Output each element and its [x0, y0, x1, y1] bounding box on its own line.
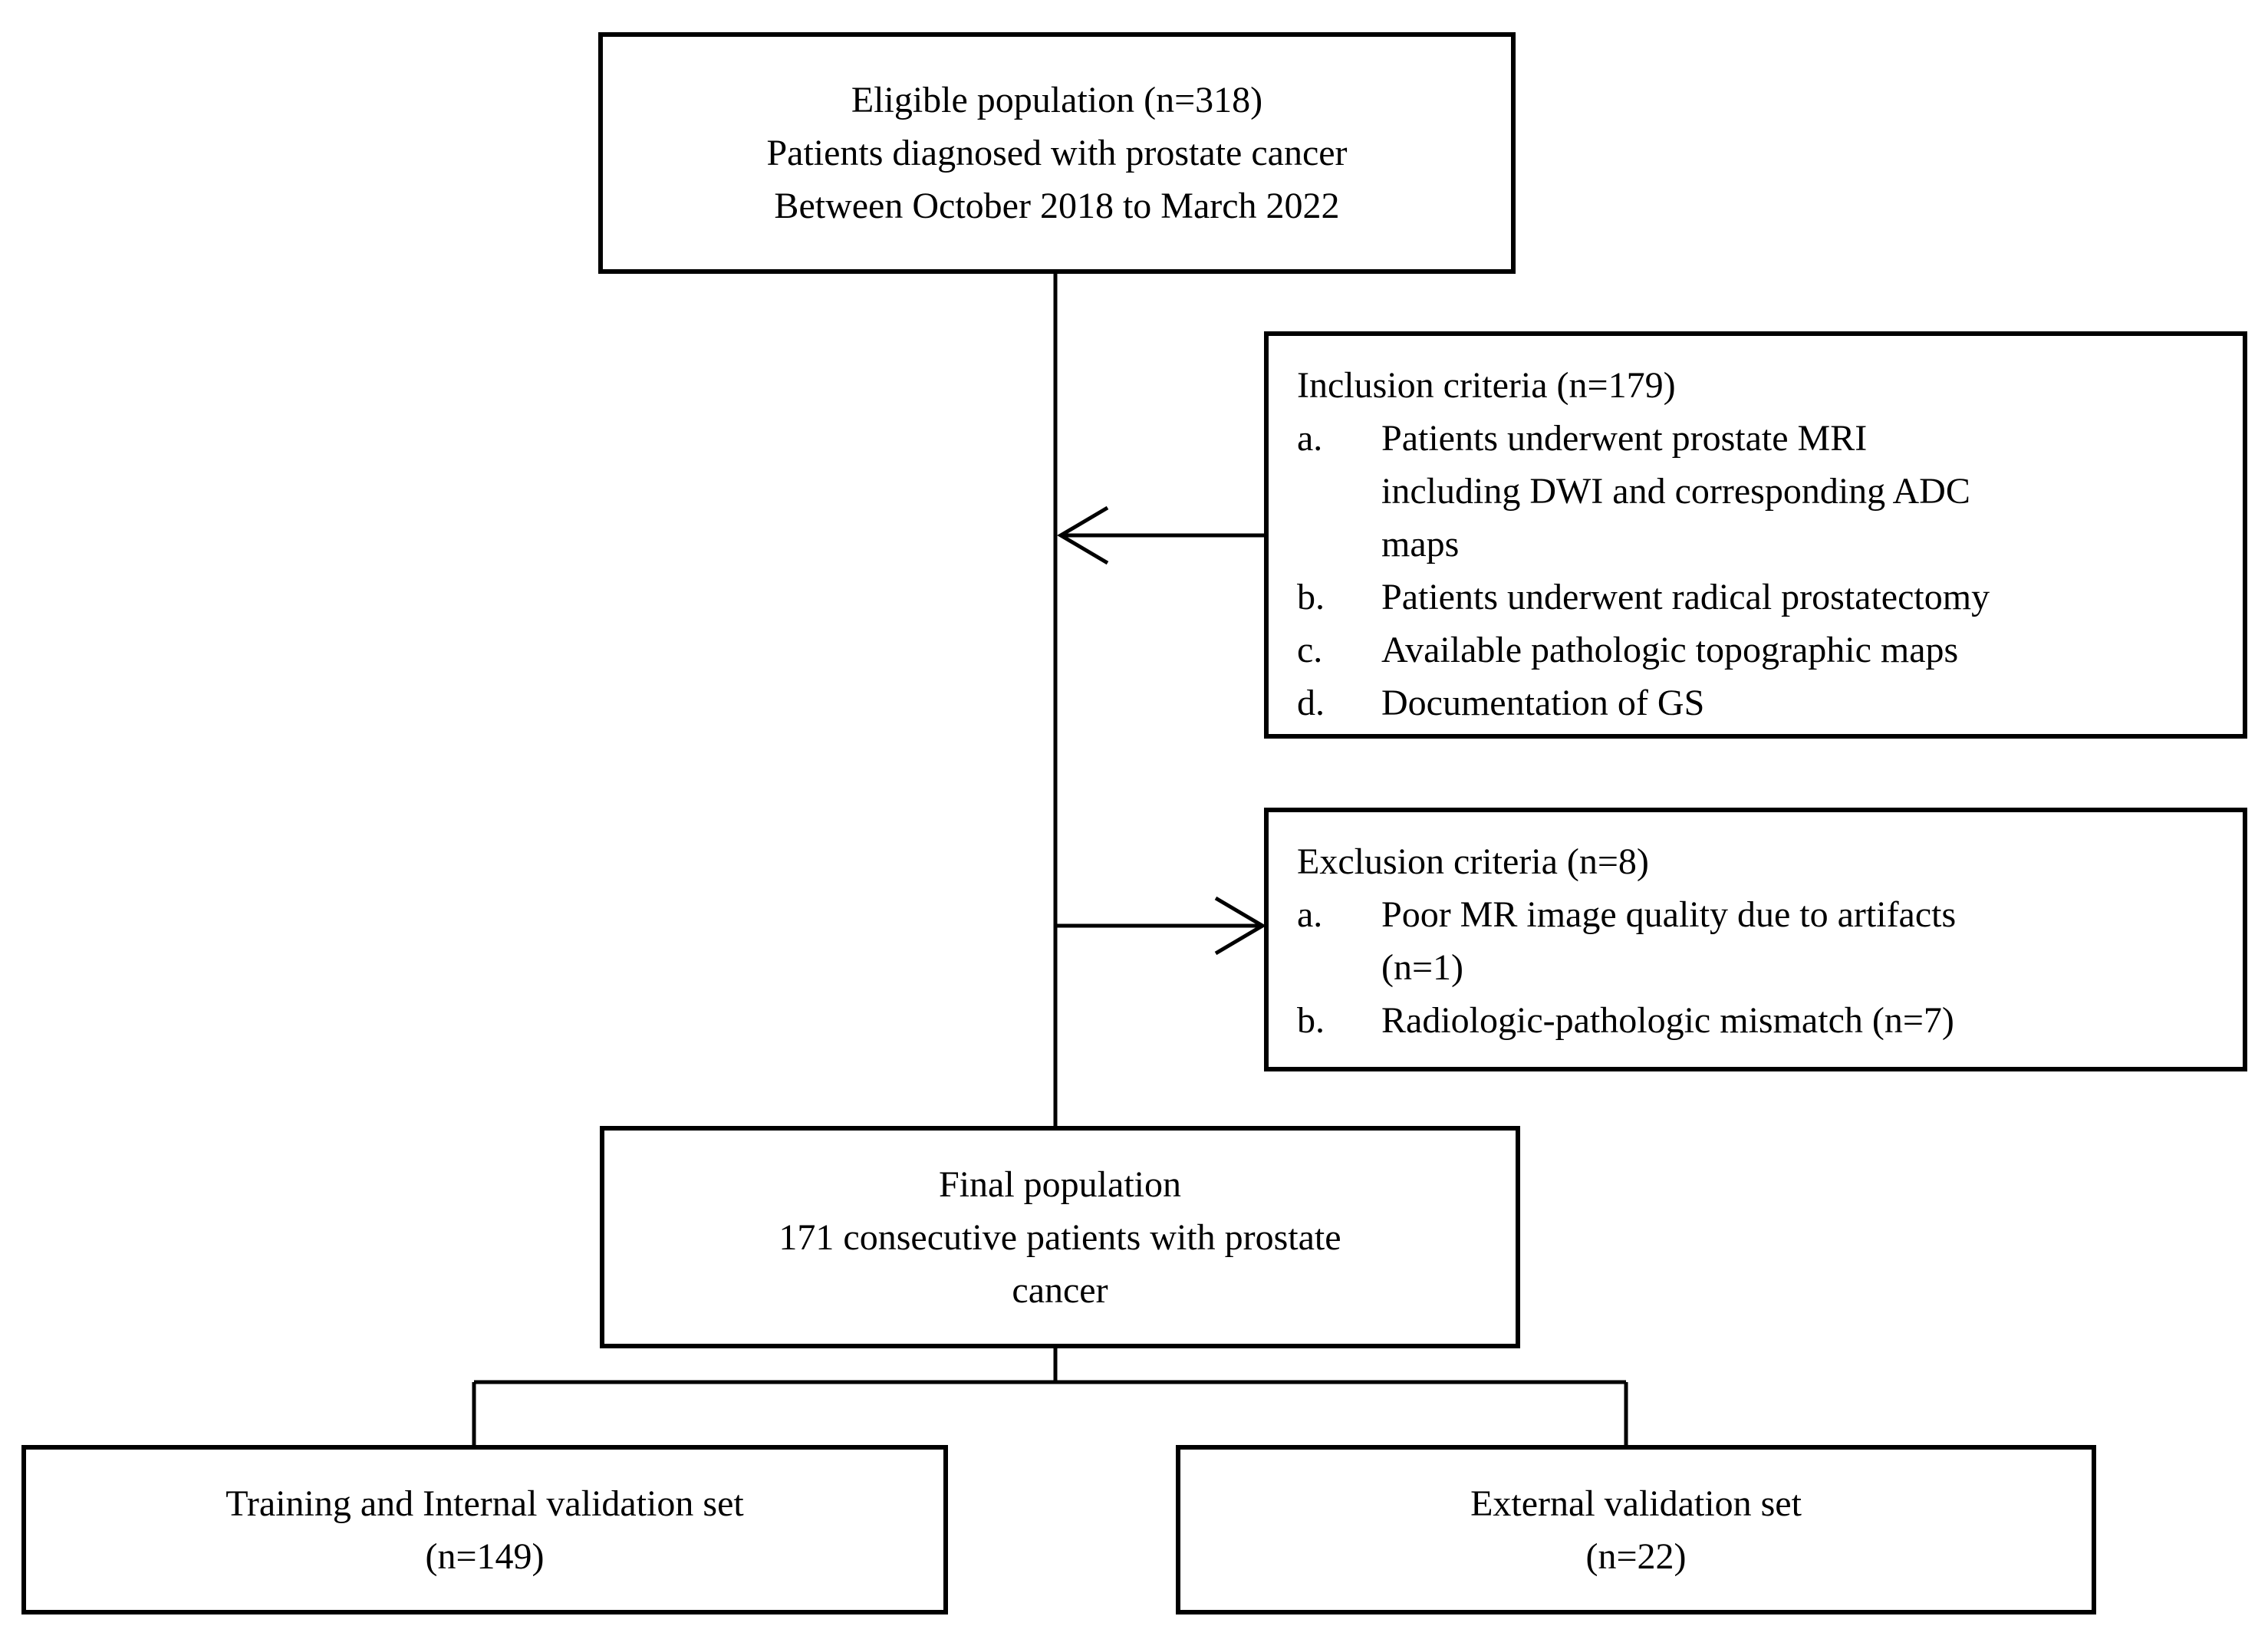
eligible-population-box: Eligible population (n=318) Patients dia…	[598, 32, 1516, 274]
inclusion-item-a: a. Patients underwent prostate MRI inclu…	[1297, 412, 2221, 571]
inclusion-item-c: c. Available pathologic topographic maps	[1297, 624, 2221, 676]
exclusion-arrowhead-icon	[1214, 896, 1266, 956]
exclusion-item-b-marker: b.	[1297, 1000, 1325, 1041]
external-validation-text: External validation set (n=22)	[1470, 1483, 1802, 1577]
exclusion-item-a-marker: a.	[1297, 894, 1323, 935]
final-population-box: Final population 171 consecutive patient…	[600, 1126, 1520, 1348]
inclusion-item-c-marker: c.	[1297, 630, 1323, 670]
inclusion-item-a-text: Patients underwent prostate MRI includin…	[1381, 418, 1970, 564]
exclusion-item-b-text: Radiologic-pathologic mismatch (n=7)	[1381, 1000, 1954, 1041]
exclusion-item-a: a. Poor MR image quality due to artifact…	[1297, 888, 2221, 994]
inclusion-item-d-marker: d.	[1297, 683, 1325, 723]
exclusion-criteria-title: Exclusion criteria (n=8)	[1297, 841, 1649, 882]
training-internal-validation-box: Training and Internal validation set (n=…	[21, 1445, 948, 1614]
inclusion-item-c-text: Available pathologic topographic maps	[1381, 630, 1959, 670]
inclusion-item-b-text: Patients underwent radical prostatectomy	[1381, 577, 1990, 617]
final-population-text: Final population 171 consecutive patient…	[778, 1164, 1341, 1311]
external-validation-box: External validation set (n=22)	[1176, 1445, 2096, 1614]
exclusion-item-b: b. Radiologic-pathologic mismatch (n=7)	[1297, 994, 2221, 1047]
inclusion-item-b: b. Patients underwent radical prostatect…	[1297, 571, 2221, 624]
inclusion-item-d-text: Documentation of GS	[1381, 683, 1705, 723]
inclusion-item-a-marker: a.	[1297, 418, 1323, 459]
eligible-population-text: Eligible population (n=318) Patients dia…	[766, 80, 1348, 226]
inclusion-arrowhead-icon	[1057, 505, 1109, 565]
inclusion-criteria-box: Inclusion criteria (n=179) a. Patients u…	[1264, 331, 2247, 739]
exclusion-item-a-text: Poor MR image quality due to artifacts (…	[1381, 894, 1957, 988]
inclusion-item-d: d. Documentation of GS	[1297, 676, 2221, 729]
inclusion-criteria-title: Inclusion criteria (n=179)	[1297, 365, 1676, 406]
training-internal-validation-text: Training and Internal validation set (n=…	[225, 1483, 744, 1577]
inclusion-item-b-marker: b.	[1297, 577, 1325, 617]
exclusion-criteria-box: Exclusion criteria (n=8) a. Poor MR imag…	[1264, 808, 2247, 1071]
